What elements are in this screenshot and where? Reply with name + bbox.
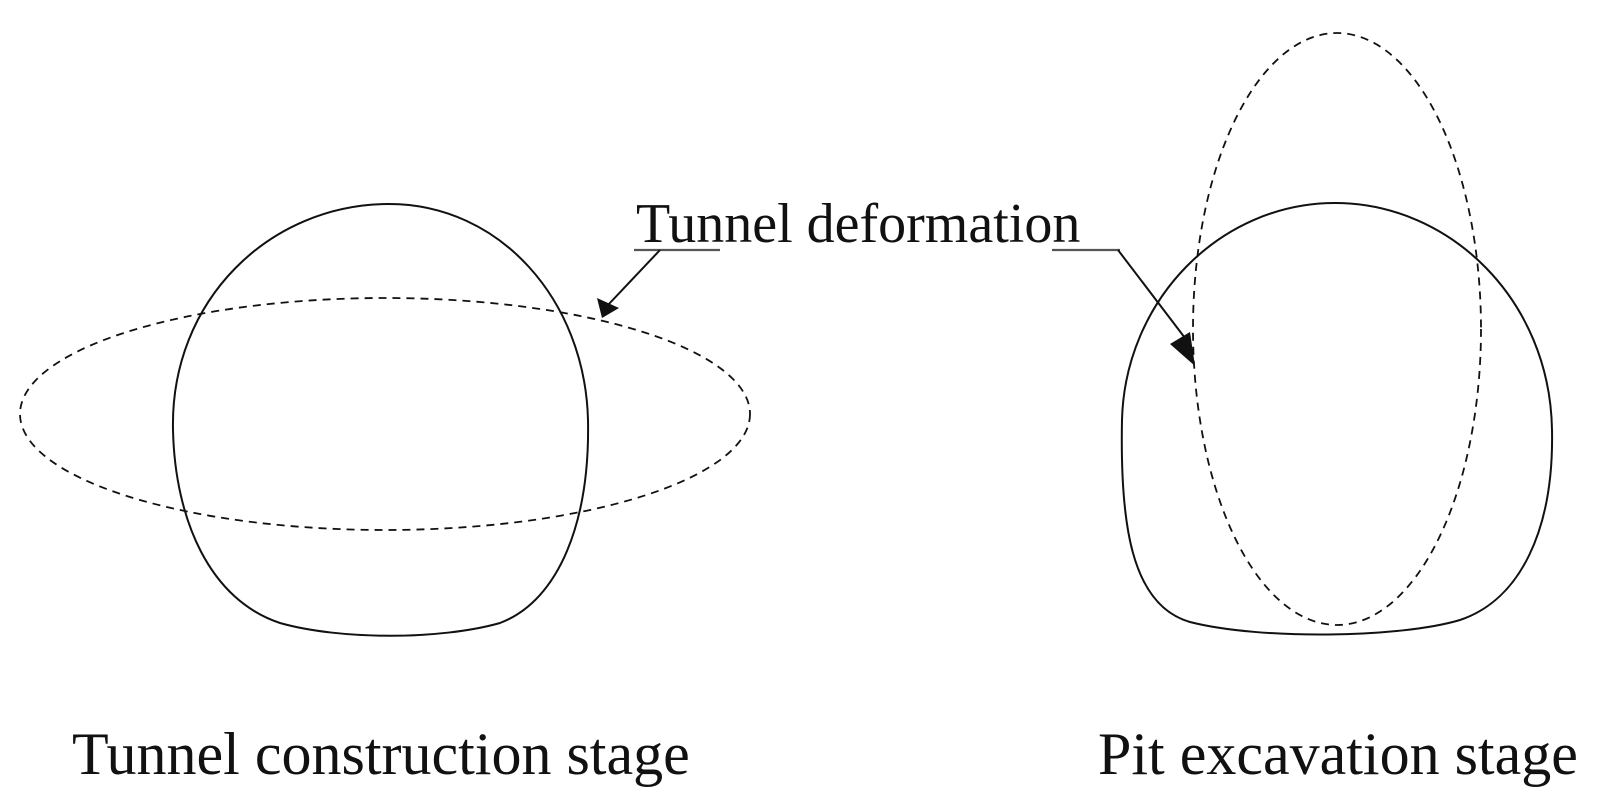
leader-line-right: [1117, 249, 1186, 339]
arrowhead-right: [1170, 332, 1195, 366]
right-deformed-ellipse-vertical: [1192, 32, 1482, 626]
right-stage-group: [1120, 32, 1554, 636]
annotation-label: Tunnel deformation: [636, 193, 1080, 255]
annotation-group: Tunnel deformation: [597, 193, 1195, 366]
arrowhead-left: [597, 298, 619, 318]
left-caption: Tunnel construction stage: [72, 721, 690, 787]
left-deformed-ellipse-horizontal: [19, 297, 751, 531]
left-tunnel-outline: [171, 203, 590, 637]
right-tunnel-outline: [1120, 202, 1554, 636]
right-caption: Pit excavation stage: [1098, 721, 1578, 787]
leader-line-left: [607, 249, 661, 306]
left-stage-group: [19, 203, 751, 637]
